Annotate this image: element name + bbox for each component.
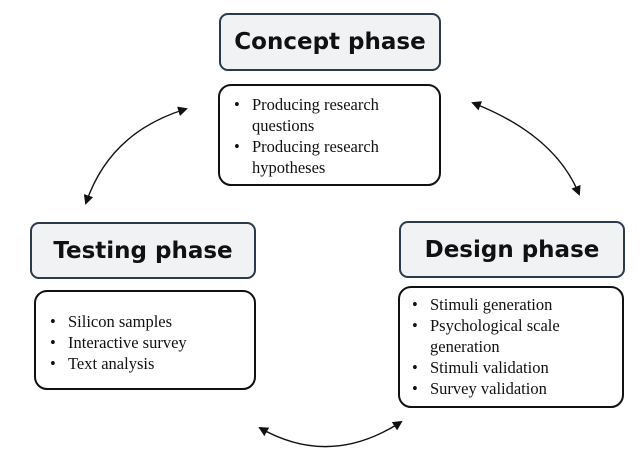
testing-phase-box: Silicon samples Interactive survey Text … [34,290,256,390]
concept-phase-list: Producing research questions Producing r… [232,94,431,178]
list-item: Stimuli validation [410,357,616,378]
design-phase-box: Stimuli generation Psychological scale g… [398,286,624,408]
list-item: Interactive survey [48,332,248,353]
design-phase-title: Design phase [399,221,625,278]
arrow-concept-design [471,101,581,196]
testing-phase-list: Silicon samples Interactive survey Text … [48,311,248,374]
arrow-design-testing [258,420,403,448]
arrow-concept-testing [83,106,188,205]
design-phase-list: Stimuli generation Psychological scale g… [410,294,616,399]
concept-phase-title: Concept phase [219,13,441,71]
list-item: Text analysis [48,353,248,374]
list-item: Producing research questions [232,94,431,136]
list-item: Stimuli generation [410,294,616,315]
concept-phase-box: Producing research questions Producing r… [218,84,441,186]
list-item: Psychological scale generation [410,315,616,357]
list-item: Producing research hypotheses [232,136,431,178]
list-item: Silicon samples [48,311,248,332]
testing-phase-title: Testing phase [30,222,256,279]
list-item: Survey validation [410,378,616,399]
